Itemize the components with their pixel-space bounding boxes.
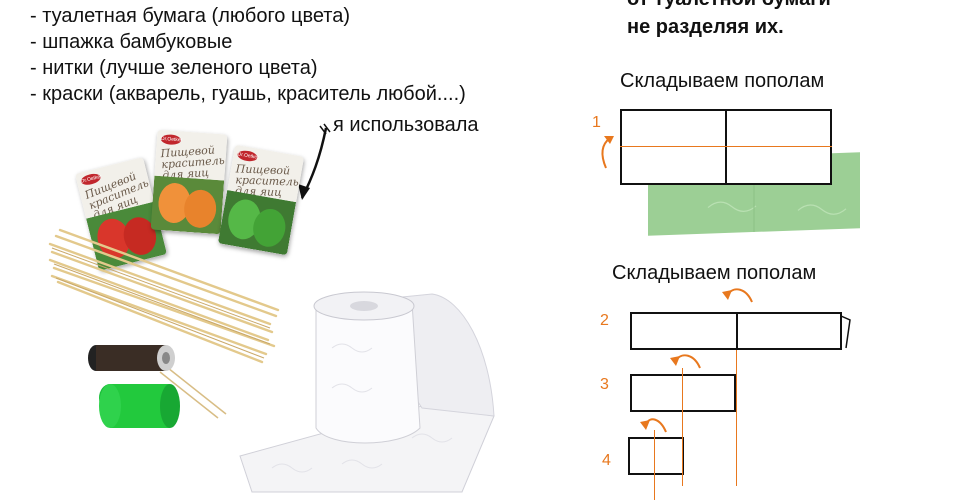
toilet-paper-roll-image [239,291,495,493]
step-number-2: 2 [600,312,609,329]
fold-arrow-icon-3 [670,354,701,369]
fold-guide-vertical-3 [654,430,655,500]
fold-guide-horizontal [620,146,832,147]
step-number-4: 4 [602,452,611,469]
folded-edge-icon [840,315,851,349]
bamboo-skewers-image [48,228,280,419]
fold-arrow-icon-4 [640,418,667,433]
dye-packet-green: Dr.Oetker Пищевой краситель для яиц [217,144,305,256]
fold-guide-vertical-2 [682,368,683,486]
fold-center-line [725,110,727,184]
fold-diagram-step3 [630,374,736,412]
thread-spools-image [88,345,180,428]
fold-diagram-step4 [628,437,684,475]
step-number-1: 1 [592,114,601,131]
arrow-pointer-icon [298,123,331,200]
fold-guide-vertical-1 [736,350,737,486]
fold-center-line-2 [736,312,738,350]
header-line-1: от туалетной бумаги [627,0,831,11]
step-number-3: 3 [600,376,609,393]
dye-packet-orange: Dr.Oetker Пищевой краситель для яиц [150,129,228,235]
material-skewers: - шпажка бамбуковые [30,31,233,53]
used-note: я использовала [333,114,479,136]
material-paints: - краски (акварель, гуашь, краситель люб… [30,83,466,105]
fold-title-2: Складываем пополам [612,262,817,284]
fold-title-1: Складываем пополам [620,70,825,92]
header-line-2: не разделяя их. [627,16,784,38]
material-thread: - нитки (лучше зеленого цвета) [30,57,318,79]
material-toilet-paper: - туалетная бумага (любого цвета) [30,5,351,27]
fold-arrow-icon [601,136,614,169]
fold-arrow-icon-2 [722,288,753,303]
